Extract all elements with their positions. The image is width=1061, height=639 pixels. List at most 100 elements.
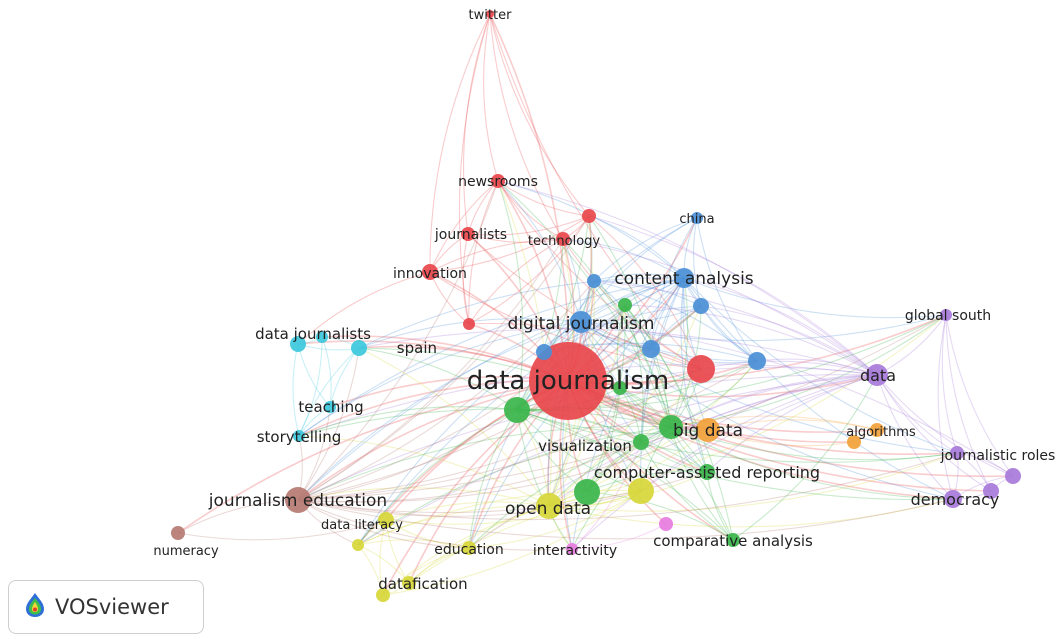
vosviewer-badge[interactable]: VOSviewer [8,580,204,634]
network-link [357,409,518,546]
network-link [624,304,708,473]
label-comparative-analysis[interactable]: comparative analysis [653,532,813,550]
node-blue-unlabeled-5[interactable] [587,274,601,288]
node-big-data[interactable] [659,415,683,439]
network-link [876,374,992,492]
network-link [567,380,992,492]
node-spain[interactable] [351,340,367,356]
node-open-data[interactable] [536,493,562,519]
label-data[interactable]: data [860,366,896,385]
label-democracy[interactable]: democracy [911,490,1000,509]
label-journalism-education[interactable]: journalism education [208,491,387,511]
label-numeracy[interactable]: numeracy [153,544,219,559]
node-yellow-unlabeled-2[interactable] [402,576,416,590]
node-china[interactable] [691,212,703,224]
node-global-south[interactable] [940,309,952,321]
node-green-unlabeled-1[interactable] [504,397,530,423]
node-green-unlabeled-2[interactable] [574,479,600,505]
node-blue-unlabeled-2[interactable] [642,340,660,358]
node-content-analysis[interactable] [674,268,694,288]
network-link [682,277,709,431]
node-teaching[interactable] [324,401,336,413]
label-big-data[interactable]: big data [673,421,743,441]
label-innovation[interactable]: innovation [393,266,467,282]
node-technology[interactable] [556,232,570,246]
node-green-unlabeled-3[interactable] [618,298,632,312]
node-numeracy[interactable] [171,526,185,540]
label-storytelling[interactable]: storytelling [257,428,342,446]
node-digital-journalism[interactable] [570,311,592,333]
node-interactivity[interactable] [566,543,578,555]
label-datafication[interactable]: datafication [378,575,467,593]
network-link [357,277,685,546]
node-data-journalism[interactable] [529,342,607,420]
node-data-literacy[interactable] [378,512,394,528]
node-innovation[interactable] [422,264,438,280]
node-computer-assisted-reporting[interactable] [699,464,715,480]
node-purple-unlabeled-2[interactable] [950,446,964,460]
label-education[interactable]: education [434,542,503,558]
label-spain[interactable]: spain [397,339,437,357]
node-journalistic-roles[interactable] [1005,468,1021,484]
node-comparative-analysis[interactable] [726,533,740,547]
node-red-unlabeled-2[interactable] [463,318,475,330]
network-link [650,217,698,350]
node-orange-unlabeled-2[interactable] [847,435,861,449]
node-cyan-unlabeled-1[interactable] [316,331,328,343]
node-visualization[interactable] [633,434,649,450]
label-teaching[interactable]: teaching [298,398,363,416]
node-pink-unlabeled-1[interactable] [659,517,673,531]
node-twitter[interactable] [486,10,494,18]
node-orange-unlabeled-1[interactable] [696,418,720,442]
node-red-unlabeled-3[interactable] [582,209,596,223]
network-link [571,277,685,550]
node-data[interactable] [866,364,888,386]
network-link [297,304,626,501]
label-journalists[interactable]: journalists [434,227,507,243]
network-link [588,215,878,376]
label-global-south[interactable]: global south [905,308,991,324]
network-link [593,280,672,428]
label-technology[interactable]: technology [528,234,600,249]
node-purple-unlabeled-1[interactable] [983,483,999,499]
label-algorithms[interactable]: algorithms [846,425,916,440]
network-link [297,277,685,501]
node-yellow-unlabeled-1[interactable] [628,478,654,504]
node-data-journalists[interactable] [290,336,306,352]
node-democracy[interactable] [944,490,962,508]
node-datafication[interactable] [376,588,390,602]
label-twitter[interactable]: twitter [469,8,513,23]
node-blue-unlabeled-4[interactable] [536,344,552,360]
network-link [580,215,593,323]
label-computer-assisted-reporting[interactable]: computer-assisted reporting [594,463,820,482]
node-blue-unlabeled-3[interactable] [748,352,766,370]
node-red-unlabeled-1[interactable] [687,355,715,383]
label-journalistic-roles[interactable]: journalistic roles [940,448,1056,464]
node-blue-unlabeled-1[interactable] [693,298,709,314]
label-data-literacy[interactable]: data literacy [321,518,403,533]
node-journalism-education[interactable] [285,487,311,513]
node-newsrooms[interactable] [491,174,505,188]
network-link [429,180,499,273]
node-storytelling[interactable] [293,430,305,442]
label-data-journalists[interactable]: data journalists [255,325,371,343]
network-link [588,215,672,428]
node-yellow-unlabeled-3[interactable] [352,539,364,551]
label-data-journalism[interactable]: data journalism [467,366,669,396]
label-newsrooms[interactable]: newsrooms [458,174,538,190]
node-education[interactable] [462,541,476,555]
label-content-analysis[interactable]: content analysis [614,269,753,289]
label-interactivity[interactable]: interactivity [533,543,617,559]
network-link [297,215,590,501]
node-algorithms[interactable] [870,423,884,437]
network-link [297,314,947,501]
label-china[interactable]: china [679,212,714,227]
label-digital-journalism[interactable]: digital journalism [508,314,655,334]
label-visualization[interactable]: visualization [538,437,632,455]
network-link [580,277,685,323]
label-open-data[interactable]: open data [505,499,591,519]
node-green-unlabeled-4[interactable] [613,381,627,395]
node-journalists[interactable] [461,227,475,241]
network-link [357,505,550,546]
